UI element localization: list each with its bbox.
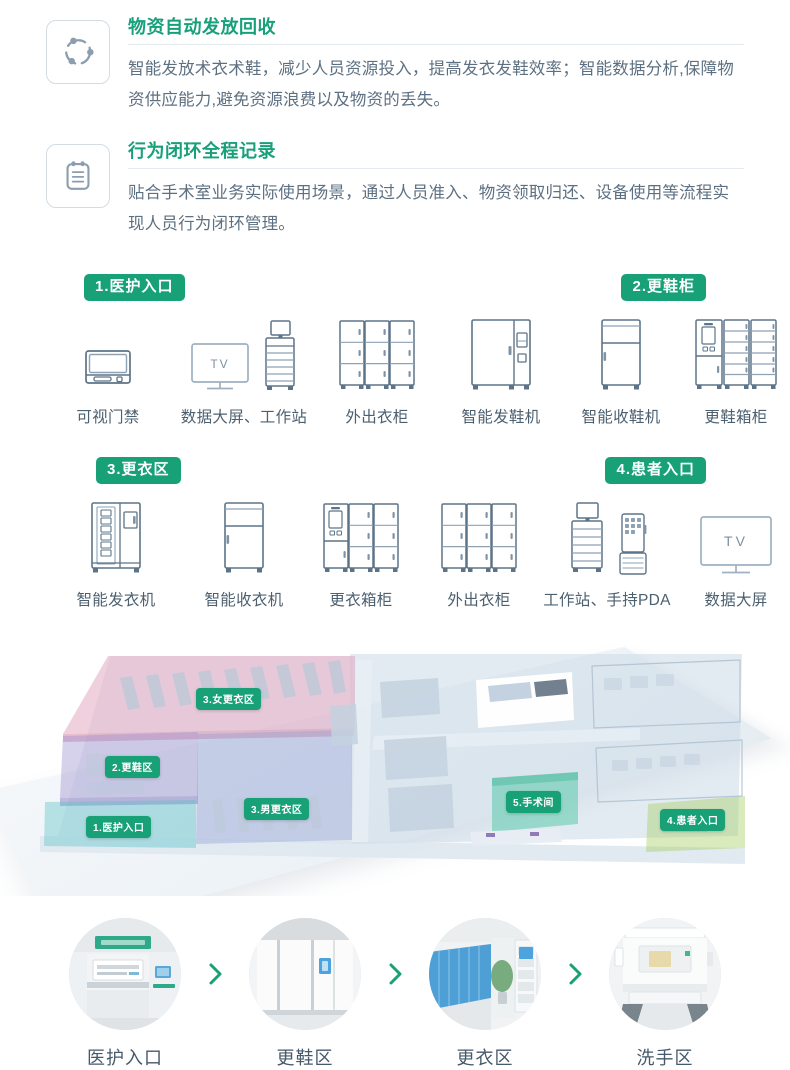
hand-wash-station-photo [609, 918, 721, 1030]
equipment-label: 智能收鞋机 [581, 409, 661, 426]
equipment-label: 更鞋箱柜 [704, 409, 768, 426]
divider [128, 44, 744, 45]
feature-text: 智能发放术衣术鞋，减少人员资源投入，提高发衣发鞋效率；智能数据分析,保障物资供应… [128, 60, 734, 109]
recycle-circle-icon [46, 20, 110, 84]
equipment-label: 工作站、手持PDA [543, 592, 671, 609]
equipment-label: 数据大屏、工作站 [180, 409, 308, 426]
locker-3x3-icon [436, 499, 522, 577]
zone-row-1: 1.医护入口 2.更鞋柜 可视门禁 [0, 274, 790, 427]
fp-label-patient-entrance: 4.患者入口 [660, 809, 726, 831]
zone-items: 智能发衣机 智能收衣机 [42, 499, 772, 610]
zone-badge-patient-entrance: 4.患者入口 [605, 457, 706, 484]
gown-collector-icon [216, 499, 272, 577]
equipment-item: 可视门禁 [52, 316, 164, 427]
equipment-item: 智能收衣机 [180, 499, 308, 610]
equipment-item: 更鞋箱柜 [682, 316, 790, 427]
flow-step: 更鞋区 [245, 918, 365, 1070]
equipment-label: 智能收衣机 [204, 592, 284, 609]
feature-title: 物资自动发放回收 [128, 17, 276, 37]
fp-label-staff-entrance: 1.医护入口 [86, 816, 152, 838]
hospital-entrance-photo [69, 918, 181, 1030]
shoe-collector-icon [593, 316, 649, 394]
floorplan-stage: 3.女更衣区 2.更鞋区 3.男更衣区 1.医护入口 5.手术间 4.患者入口 [0, 636, 790, 896]
flow-step-label: 洗手区 [636, 1048, 694, 1068]
equipment-label: 智能发衣机 [76, 592, 156, 609]
chevron-right-icon [365, 918, 425, 1030]
tv-screen-icon: TV [191, 343, 249, 390]
shoe-change-door-photo [249, 918, 361, 1030]
shoe-locker-bank-icon [691, 316, 781, 394]
chevron-right-icon [185, 918, 245, 1030]
shoe-dispenser-icon [462, 316, 540, 394]
zone-row-2: 3.更衣区 4.患者入口 [0, 457, 790, 610]
divider [128, 168, 744, 169]
equipment-item: 外出衣柜 [426, 499, 532, 610]
equipment-item: 智能发衣机 [52, 499, 180, 610]
equipment-item: TV [164, 316, 324, 427]
svg-text:TV: TV [210, 357, 229, 371]
equipment-item: 智能收鞋机 [560, 316, 682, 427]
flow-step: 医护入口 [65, 918, 185, 1070]
zone-badge-staff-entrance: 1.医护入口 [84, 274, 185, 301]
flow-step-label: 医护入口 [87, 1048, 163, 1068]
workstation-cart-icon [571, 502, 603, 572]
feature-body: 行为闭环全程记录 贴合手术室业务实际使用场景，通过人员准入、物资领取归还、设备使… [110, 138, 744, 240]
feature-text: 贴合手术室业务实际使用场景，通过人员准入、物资领取归还、设备使用等流程实现人员行… [128, 184, 730, 233]
chevron-right-icon [545, 918, 605, 1030]
floorplan-zones [40, 654, 745, 864]
equipment-label: 可视门禁 [76, 409, 140, 426]
svg-text:TV: TV [724, 533, 748, 549]
equipment-label: 智能发鞋机 [461, 409, 541, 426]
badge-bar: 3.更衣区 4.患者入口 [42, 457, 748, 485]
locker-corridor-photo [429, 918, 541, 1030]
equipment-label: 外出衣柜 [447, 592, 511, 609]
fp-label-female-changing: 3.女更衣区 [196, 688, 262, 710]
door-access-terminal-icon [77, 316, 139, 394]
zone-items: 可视门禁 TV [42, 316, 777, 427]
gown-dispenser-icon [80, 499, 152, 577]
feature-body: 物资自动发放回收 智能发放术衣术鞋，减少人员资源投入，提高发衣发鞋效率；智能数据… [110, 14, 744, 116]
floorplan-illustration: 3.女更衣区 2.更鞋区 3.男更衣区 1.医护入口 5.手术间 4.患者入口 [0, 636, 790, 896]
equipment-label: 数据大屏 [704, 592, 768, 609]
equipment-label: 更衣箱柜 [329, 592, 393, 609]
flow-step-label: 更衣区 [456, 1048, 514, 1068]
fp-label-operating-room: 5.手术间 [506, 791, 561, 813]
flow-step: 更衣区 [425, 918, 545, 1070]
zone-sections: 1.医护入口 2.更鞋柜 可视门禁 [0, 274, 790, 610]
locker-3x3-icon [334, 316, 420, 394]
equipment-item: TV 数据大屏 [682, 499, 790, 610]
floorplan-furniture [86, 659, 743, 846]
workstation-cart-icon [265, 320, 295, 390]
feature-title: 行为闭环全程记录 [128, 141, 276, 161]
equipment-item: 外出衣柜 [324, 316, 430, 427]
fp-label-shoe-change: 2.更鞋区 [105, 756, 160, 778]
equipment-label: 外出衣柜 [345, 409, 409, 426]
gown-locker-bank-icon [318, 499, 404, 577]
equipment-item: 更衣箱柜 [308, 499, 414, 610]
tv-screen-icon: TV [695, 499, 777, 577]
flow-step-label: 更鞋区 [276, 1048, 334, 1068]
handheld-pda-icon [619, 513, 647, 575]
flow-step: 洗手区 [605, 918, 725, 1070]
equipment-item: 智能发鞋机 [442, 316, 560, 427]
equipment-item: 工作站、手持PDA [532, 499, 682, 610]
zone-badge-shoe-locker: 2.更鞋柜 [621, 274, 706, 301]
badge-bar: 1.医护入口 2.更鞋柜 [42, 274, 748, 302]
feature-block-record: 行为闭环全程记录 贴合手术室业务实际使用场景，通过人员准入、物资领取归还、设备使… [0, 138, 790, 240]
clipboard-icon [46, 144, 110, 208]
fp-label-male-changing: 3.男更衣区 [244, 798, 310, 820]
process-flow: 医护入口 更鞋区 [0, 918, 790, 1070]
zone-badge-changing-area: 3.更衣区 [96, 457, 181, 484]
feature-block-supply: 物资自动发放回收 智能发放术衣术鞋，减少人员资源投入，提高发衣发鞋效率；智能数据… [0, 0, 790, 116]
